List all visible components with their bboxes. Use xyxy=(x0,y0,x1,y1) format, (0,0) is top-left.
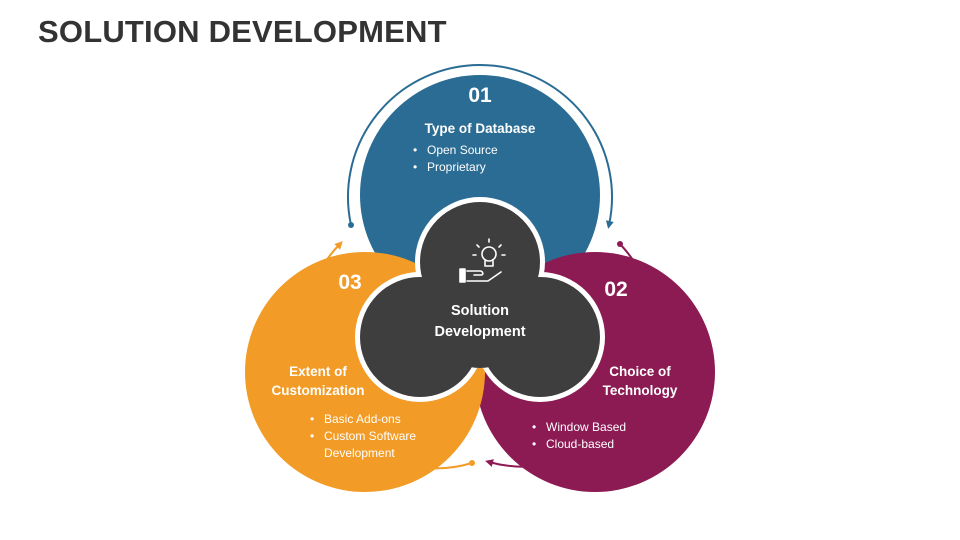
center-label-line2: Development xyxy=(434,324,526,340)
section-3-heading-line1: Extent of xyxy=(289,364,347,379)
center-label: Solution Development xyxy=(400,301,560,343)
section-2-number: 02 xyxy=(604,278,628,301)
center-label-line1: Solution xyxy=(451,303,509,319)
section-2-bullets: Window Based Cloud-based xyxy=(532,419,626,453)
section-3-bullet-2-line1: Custom Software xyxy=(324,429,417,443)
section-3-number: 03 xyxy=(338,271,362,294)
section-3-heading: Extent of Customization xyxy=(248,362,388,400)
idea-hand-icon xyxy=(459,238,506,283)
section-2-bullet-2: Cloud-based xyxy=(532,436,626,453)
purple-arc-start-dot xyxy=(617,241,623,247)
section-1-heading: Type of Database xyxy=(400,119,560,138)
section-1-heading-line1: Type of Database xyxy=(424,121,536,136)
page-title: SOLUTION DEVELOPMENT xyxy=(38,14,447,49)
section-2-heading-line1: Choice of xyxy=(609,364,671,379)
section-3-bullet-2-line2: Development xyxy=(324,446,395,460)
section-2-bullet-1: Window Based xyxy=(532,419,626,436)
section-1-bullets: Open Source Proprietary xyxy=(413,142,498,176)
blue-outer-arc xyxy=(347,64,614,229)
section-3-heading-line2: Customization xyxy=(271,383,365,398)
section-1-number: 01 xyxy=(468,84,492,107)
section-3-bullet-1: Basic Add-ons xyxy=(310,411,416,428)
orange-arc-start-dot xyxy=(469,460,475,466)
center-shape xyxy=(360,202,600,397)
section-1-bullet-2: Proprietary xyxy=(413,159,498,176)
section-1-bullet-1: Open Source xyxy=(413,142,498,159)
blue-arc-start-dot xyxy=(348,222,354,228)
section-2-heading: Choice of Technology xyxy=(570,362,710,400)
section-2-heading-line2: Technology xyxy=(602,383,678,398)
